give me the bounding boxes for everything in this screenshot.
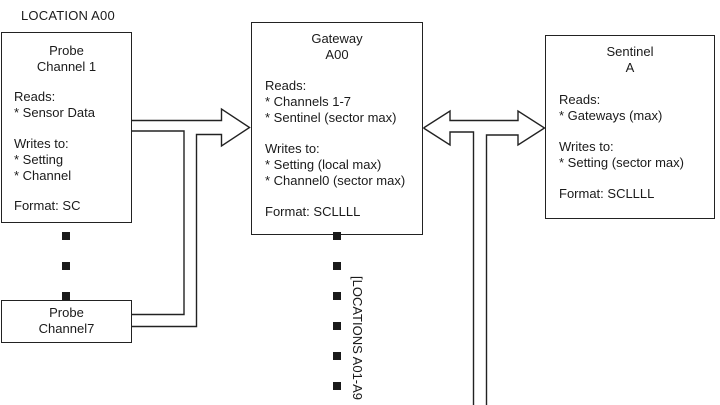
sentinel-format: Format: SCLLLL — [559, 186, 655, 201]
gateway-box: Gateway A00 Reads: * Channels 1-7 * Sent… — [251, 22, 423, 235]
gateway-reads-item: * Channels 1-7 — [265, 94, 351, 109]
gateway-writes-label: Writes to: — [265, 141, 320, 156]
ellipsis-dot — [62, 232, 70, 240]
gateway-writes-item: * Setting (local max) — [265, 157, 382, 172]
probe-channel1-title: Probe Channel 1 — [2, 33, 131, 75]
sentinel-reads-label: Reads: — [559, 92, 601, 107]
probe-gateway-arrow — [132, 107, 251, 328]
gateway-format: Format: SCLLLL — [265, 204, 361, 219]
probe-channel1-box: Probe Channel 1 Reads: * Sensor Data Wri… — [1, 32, 132, 223]
probe-channel1-title-line1: Probe — [49, 43, 84, 58]
gateway-title: Gateway A00 — [252, 23, 422, 63]
ellipsis-dot — [333, 382, 341, 390]
probe-channel7-title: Probe Channel7 — [2, 301, 131, 337]
probe-channel1-writes-item: * Setting — [14, 152, 64, 167]
probe-channel1-reads-label: Reads: — [14, 89, 56, 104]
gateway-title-line1: Gateway — [311, 31, 363, 46]
gateway-reads-label: Reads: — [265, 78, 307, 93]
probe-channel1-format: Format: SC — [14, 198, 81, 213]
ellipsis-dot — [62, 292, 70, 300]
sentinel-title: Sentinel A — [546, 36, 714, 76]
locations-range-label: [LOCATIONS A01-A9 — [350, 276, 365, 401]
gateway-title-line2: A00 — [325, 47, 349, 62]
sentinel-title-line1: Sentinel — [606, 44, 654, 59]
location-label: LOCATION A00 — [21, 8, 115, 23]
probe-channel7-title-line2: Channel7 — [38, 321, 95, 336]
probe-channel1-writes-item: * Channel — [14, 168, 72, 183]
gateway-reads-item: * Sentinel (sector max) — [265, 110, 397, 125]
probe-channel1-writes-label: Writes to: — [14, 136, 69, 151]
ellipsis-dot — [62, 262, 70, 270]
ellipsis-dot — [333, 232, 341, 240]
probe-channel1-reads-item: * Sensor Data — [14, 105, 95, 120]
sentinel-writes-label: Writes to: — [559, 139, 614, 154]
ellipsis-dot — [333, 292, 341, 300]
gateway-writes-item: * Channel0 (sector max) — [265, 173, 406, 188]
probe-channel1-title-line2: Channel 1 — [36, 59, 97, 74]
gateway-sentinel-arrow — [423, 109, 546, 405]
sentinel-title-line2: A — [625, 60, 635, 75]
probe-channel7-title-line1: Probe — [49, 305, 84, 320]
ellipsis-dot — [333, 262, 341, 270]
sentinel-box: Sentinel A Reads: * Gateways (max) Write… — [545, 35, 715, 219]
ellipsis-dot — [333, 322, 341, 330]
probe-channel7-box: Probe Channel7 — [1, 300, 132, 343]
ellipsis-dot — [333, 352, 341, 360]
sentinel-reads-item: * Gateways (max) — [559, 108, 663, 123]
sentinel-writes-item: * Setting (sector max) — [559, 155, 684, 170]
